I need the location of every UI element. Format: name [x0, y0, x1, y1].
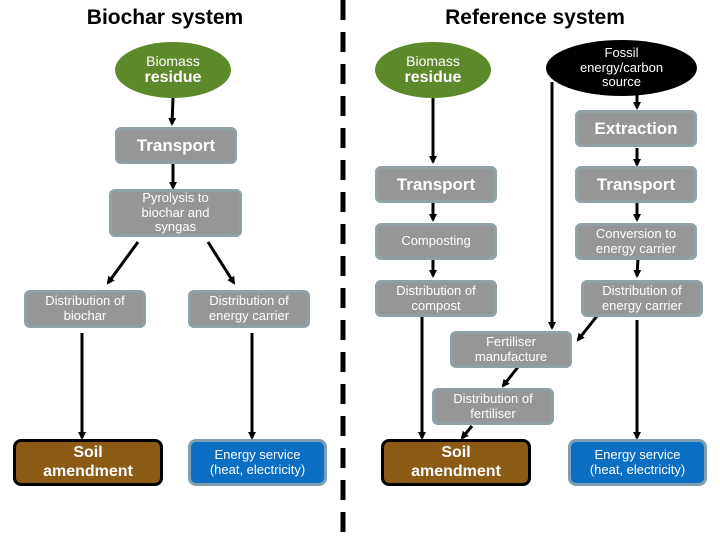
- dist-compost-line1: Distribution of: [396, 282, 476, 298]
- conversion-line2: energy carrier: [595, 240, 677, 256]
- ref-energy-service-line2: (heat, electricity): [589, 461, 686, 477]
- extraction-label: Extraction: [594, 118, 678, 138]
- transport-left-label: Transport: [396, 174, 476, 194]
- reference-transport-biomass: Transport: [375, 166, 497, 203]
- ref-biomass-line2: residue: [404, 68, 462, 86]
- ref-biomass-line1: Biomass: [406, 52, 460, 69]
- pyrolysis-line2: biochar and: [141, 204, 210, 220]
- ref-energy-service-line1: Energy service: [594, 446, 681, 462]
- biochar-biomass-residue: Biomass residue: [115, 42, 231, 98]
- reference-dist-fertiliser: Distribution of fertiliser: [432, 388, 554, 425]
- energy-service-line1: Energy service: [214, 446, 301, 462]
- fertiliser-line2: manufacture: [474, 348, 548, 364]
- biochar-soil-amendment: Soil amendment: [13, 439, 163, 486]
- biochar-pyrolysis: Pyrolysis to biochar and syngas: [109, 189, 242, 237]
- reference-dist-compost: Distribution of compost: [375, 280, 497, 317]
- arrow-pyrolysis-to-dist-energy: [206, 241, 236, 285]
- biomass-label-line2: residue: [144, 68, 202, 86]
- arrow-dist-fertiliser-to-soil: [460, 425, 474, 440]
- reference-energy-service: Energy service (heat, electricity): [568, 439, 707, 486]
- reference-composting: Composting: [375, 223, 497, 260]
- ref-dist-energy-line2: energy carrier: [601, 297, 683, 313]
- transport-right-label: Transport: [596, 174, 676, 194]
- reference-biomass-residue: Biomass residue: [375, 42, 491, 98]
- fossil-line1: Fossil: [604, 44, 639, 60]
- ref-soil-line2: amendment: [411, 462, 501, 480]
- title-biochar-system: Biochar system: [86, 6, 244, 29]
- title-reference-system: Reference system: [445, 6, 625, 29]
- reference-conversion: Conversion to energy carrier: [575, 223, 697, 260]
- fertiliser-line1: Fertiliser: [486, 333, 536, 349]
- reference-fertiliser-manufacture: Fertiliser manufacture: [450, 331, 572, 368]
- arrow-biomass-to-transport: [168, 97, 177, 126]
- reference-soil-amendment: Soil amendment: [381, 439, 531, 486]
- dist-compost-line2: compost: [411, 297, 461, 313]
- biochar-transport: Transport: [115, 127, 237, 164]
- ref-soil-line1: Soil: [441, 444, 471, 462]
- pyrolysis-line3: syngas: [154, 219, 197, 235]
- reference-extraction: Extraction: [575, 110, 697, 147]
- ref-dist-energy-line1: Distribution of: [602, 282, 682, 298]
- arrow-conversion-to-dist-energy: [633, 257, 642, 278]
- fossil-line3: source: [601, 74, 642, 90]
- reference-dist-energy-carrier: Distribution of energy carrier: [581, 280, 703, 317]
- arrow-pyrolysis-to-dist-biochar: [106, 241, 140, 285]
- fossil-line2: energy/carbon: [579, 59, 664, 75]
- conversion-line1: Conversion to: [595, 225, 677, 241]
- reference-fossil-source: Fossil energy/carbon source: [546, 40, 697, 96]
- dist-energy-line1: Distribution of: [209, 293, 289, 309]
- arrow-dist-energy-to-fertiliser: [576, 315, 599, 342]
- reference-transport-fossil: Transport: [575, 166, 697, 203]
- biochar-dist-energy-carrier: Distribution of energy carrier: [188, 290, 310, 328]
- biomass-label-line1: Biomass: [146, 52, 200, 69]
- dist-biochar-line2: biochar: [63, 308, 107, 323]
- dist-fertiliser-line2: fertiliser: [470, 405, 516, 421]
- arrow-fertiliser-to-dist-fertiliser: [501, 366, 520, 388]
- composting-label: Composting: [401, 233, 471, 249]
- biochar-energy-service: Energy service (heat, electricity): [188, 439, 327, 486]
- pyrolysis-line1: Pyrolysis to: [142, 189, 209, 205]
- dist-biochar-line1: Distribution of: [45, 293, 125, 309]
- soil-line1: Soil: [73, 444, 103, 462]
- energy-service-line2: (heat, electricity): [209, 461, 306, 477]
- transport-label: Transport: [136, 135, 216, 155]
- dist-energy-line2: energy carrier: [208, 308, 290, 323]
- soil-line2: amendment: [43, 462, 133, 480]
- biochar-dist-biochar: Distribution of biochar: [24, 290, 146, 328]
- dist-fertiliser-line1: Distribution of: [453, 390, 533, 406]
